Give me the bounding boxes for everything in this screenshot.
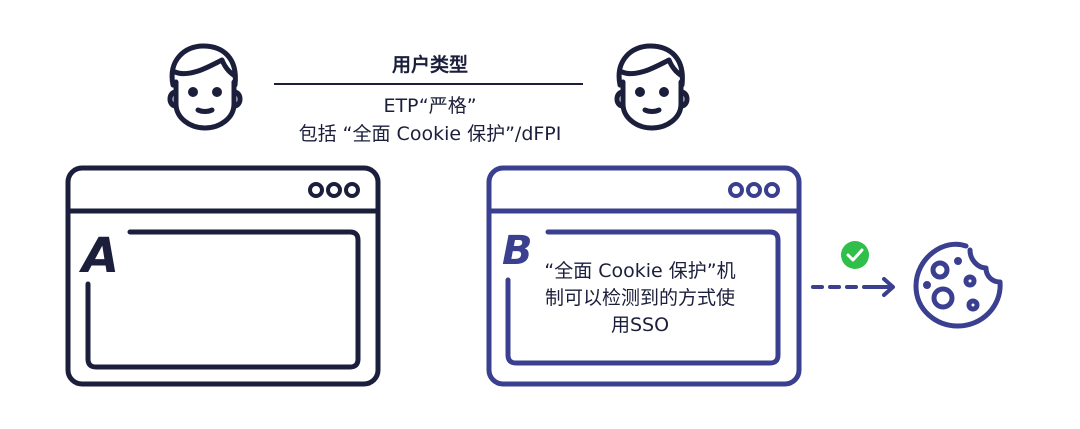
check-circle-icon xyxy=(841,241,869,269)
user-icon-right xyxy=(614,43,690,131)
etp-strict-label: ETP“严格” xyxy=(383,95,477,117)
user-icon-left xyxy=(167,43,243,131)
content-frame-b xyxy=(505,229,781,366)
tcp-dfpi-label: 包括 “全面 Cookie 保护”/dFPI xyxy=(298,123,562,145)
browser-letter-a: A xyxy=(78,228,119,284)
dashed-arrow-icon xyxy=(811,277,895,297)
browser-b-description: “全面 Cookie 保护”机 制可以检测到的方式使 用SSO xyxy=(544,260,736,336)
browser-dots-icon-b xyxy=(728,182,780,198)
user-type-heading: 用户类型 xyxy=(391,54,468,76)
browser-dots-icon-a xyxy=(308,182,360,198)
browser-letter-b: B xyxy=(502,228,533,274)
content-frame-a xyxy=(85,229,361,370)
browser-window-b xyxy=(486,165,802,387)
cookie-icon xyxy=(913,241,1003,329)
browser-window-a xyxy=(65,165,381,387)
